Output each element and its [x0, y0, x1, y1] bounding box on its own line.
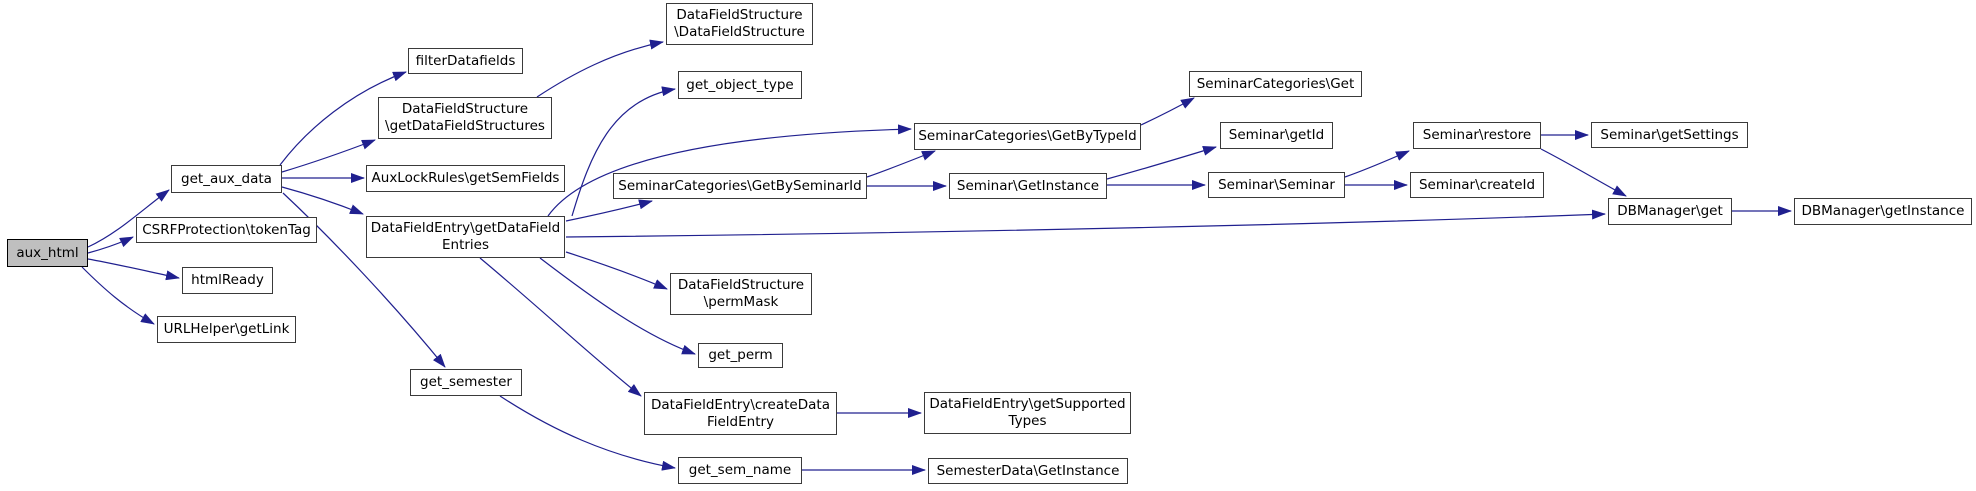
node-label-line: DataFieldStructure [401, 101, 529, 117]
node-label-line: \getDataFieldStructures [385, 118, 545, 134]
node-seminar-get-id[interactable]: Seminar\getId [1220, 122, 1333, 149]
node-seminar-create-id[interactable]: Seminar\createId [1410, 172, 1544, 198]
node-label-line: Seminar\createId [1418, 176, 1536, 193]
node-html-ready[interactable]: htmlReady [182, 267, 273, 294]
edge-seminar-get-instance-to-seminar-get-id [1106, 146, 1217, 180]
edge-dfe-get-data-field-entries-to-get-object-type [571, 86, 676, 217]
node-label-line: SeminarCategories\GetByTypeId [918, 128, 1137, 144]
edge-seminar-restore-to-dbmanager-get [1540, 148, 1627, 197]
node-label-line: get_perm [708, 347, 773, 363]
node-label-line: URLHelper\getLink [163, 321, 290, 337]
node-label-line: Seminar\getSettings [1600, 126, 1739, 143]
edge-get-aux-data-to-dfs-get-data-field-structures [281, 139, 376, 173]
node-dfs-perm-mask[interactable]: DataFieldStructure\permMask [670, 273, 812, 315]
node-semester-data-get-instance[interactable]: SemesterData\GetInstance [928, 458, 1128, 484]
node-label-line: aux_html [16, 244, 79, 261]
node-label-line: get_object_type [686, 76, 794, 93]
node-label-line: DataFieldEntry\getDataField [370, 220, 561, 236]
edge-dfe-get-data-field-entries-to-sem-cat-get-by-type-id [547, 124, 912, 217]
node-get-object-type[interactable]: get_object_type [678, 71, 802, 99]
node-sem-cat-get[interactable]: SeminarCategories\Get [1189, 71, 1362, 97]
edge-dfe-get-data-field-entries-to-dfe-create-data-field-entry [479, 257, 642, 397]
node-label-line: FieldEntry [706, 413, 775, 430]
node-label-line: get_semester [420, 374, 512, 390]
node-get-aux-data[interactable]: get_aux_data [171, 165, 282, 193]
node-label-line: htmlReady [191, 272, 264, 288]
node-label-line: DataFieldEntry\getSupported [929, 396, 1126, 412]
edge-aux-html-to-url-helper-get-link [81, 266, 155, 325]
node-seminar-restore[interactable]: Seminar\restore [1413, 122, 1541, 149]
node-seminar-get-settings[interactable]: Seminar\getSettings [1591, 122, 1748, 148]
node-seminar-get-instance[interactable]: Seminar\GetInstance [949, 173, 1107, 199]
node-csrf-token-tag[interactable]: CSRFProtection\tokenTag [136, 217, 317, 243]
node-label-line: Entries [441, 237, 490, 253]
edge-sem-cat-get-by-seminar-id-to-sem-cat-get-by-type-id [866, 150, 936, 178]
node-filter-datafields[interactable]: filterDatafields [408, 48, 523, 74]
node-label-line: DataFieldStructure [677, 277, 805, 293]
node-label-line: DataFieldStructure [676, 7, 803, 23]
node-label-line: Types [1008, 413, 1047, 429]
node-dfs-data-field-structure[interactable]: DataFieldStructure\DataFieldStructure [666, 3, 813, 45]
node-label-line: SeminarCategories\GetBySeminarId [618, 177, 862, 194]
node-label-line: SemesterData\GetInstance [936, 462, 1120, 479]
node-sem-cat-get-by-seminar-id[interactable]: SeminarCategories\GetBySeminarId [613, 173, 867, 199]
edge-aux-html-to-csrf-token-tag [87, 236, 134, 254]
node-url-helper-get-link[interactable]: URLHelper\getLink [157, 316, 296, 343]
node-seminar-seminar[interactable]: Seminar\Seminar [1208, 172, 1345, 198]
node-label-line: Seminar\GetInstance [956, 177, 1100, 194]
edge-aux-html-to-get-aux-data [87, 189, 170, 248]
node-dfs-get-data-field-structures[interactable]: DataFieldStructure\getDataFieldStructure… [378, 97, 552, 139]
node-label-line: \permMask [703, 294, 779, 310]
edge-get-aux-data-to-dfe-get-data-field-entries [281, 186, 364, 215]
node-label-line: get_sem_name [688, 462, 792, 478]
node-label-line: get_aux_data [181, 170, 272, 187]
node-aux-html[interactable]: aux_html [7, 239, 88, 267]
node-dbmanager-get[interactable]: DBManager\get [1608, 198, 1732, 225]
node-label-line: Seminar\Seminar [1218, 176, 1335, 193]
node-label-line: Seminar\restore [1422, 127, 1532, 143]
node-aux-lock-rules-get-sem-fields[interactable]: AuxLockRules\getSemFields [366, 165, 565, 192]
edge-dfe-get-data-field-entries-to-dbmanager-get [565, 209, 1606, 238]
node-label-line: SeminarCategories\Get [1196, 75, 1355, 92]
node-label-line: CSRFProtection\tokenTag [142, 221, 311, 238]
node-label-line: DBManager\getInstance [1801, 203, 1965, 219]
edge-get-aux-data-to-get-semester [282, 192, 446, 368]
node-label-line: \DataFieldStructure [674, 24, 805, 40]
edge-get-semester-to-get-sem-name [499, 395, 676, 471]
edge-sem-cat-get-by-type-id-to-sem-cat-get [1140, 97, 1195, 126]
node-label-line: DataFieldEntry\createData [651, 396, 830, 413]
node-label-line: DBManager\get [1617, 203, 1723, 219]
node-label-line: Seminar\getId [1228, 127, 1325, 143]
edge-aux-html-to-html-ready [87, 258, 180, 281]
node-dbmanager-get-instance[interactable]: DBManager\getInstance [1794, 198, 1972, 225]
edge-get-aux-data-to-filter-datafields [279, 71, 407, 166]
node-label-line: filterDatafields [415, 52, 516, 69]
edge-dfe-get-data-field-entries-to-sem-cat-get-by-seminar-id [565, 199, 653, 222]
edge-dfe-get-data-field-entries-to-get-perm [539, 257, 696, 355]
node-sem-cat-get-by-type-id[interactable]: SeminarCategories\GetByTypeId [914, 123, 1141, 150]
edges-group [81, 39, 1792, 475]
node-label-line: AuxLockRules\getSemFields [371, 170, 560, 186]
edge-dfe-get-data-field-entries-to-dfs-perm-mask [565, 251, 668, 290]
node-get-perm[interactable]: get_perm [698, 343, 783, 368]
edge-dfs-get-data-field-structures-to-dfs-data-field-structure [536, 39, 664, 98]
edge-seminar-seminar-to-seminar-restore [1344, 150, 1410, 178]
node-get-semester[interactable]: get_semester [410, 369, 522, 396]
node-get-sem-name[interactable]: get_sem_name [678, 457, 802, 484]
